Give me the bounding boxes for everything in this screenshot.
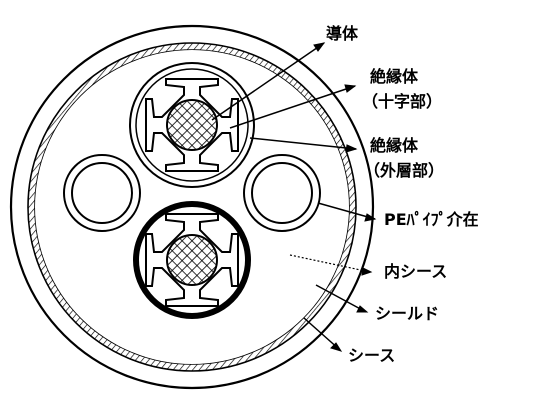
- label-insulation-outer: 絶縁体: [370, 136, 419, 155]
- shield-layer: [28, 43, 356, 371]
- label-insulation-cross-sub: （十字部）: [362, 92, 443, 111]
- pe-pipe-left: [63, 154, 141, 232]
- leader-lines: [211, 42, 377, 352]
- top-core: [129, 62, 255, 188]
- label-sheath: シース: [348, 346, 396, 365]
- label-inner-sheath: 内シース: [384, 262, 448, 281]
- label-insulation-cross: 絶縁体: [370, 67, 419, 86]
- pe-pipe-right: [243, 154, 321, 232]
- label-shield: シールド: [375, 304, 440, 323]
- label-conductor: 導体: [326, 24, 359, 43]
- bottom-core: [133, 201, 251, 319]
- label-pe-pipe: PEﾊﾟｲﾌﾟ介在: [384, 210, 479, 229]
- label-insulation-outer-sub: （外層部）: [364, 161, 445, 180]
